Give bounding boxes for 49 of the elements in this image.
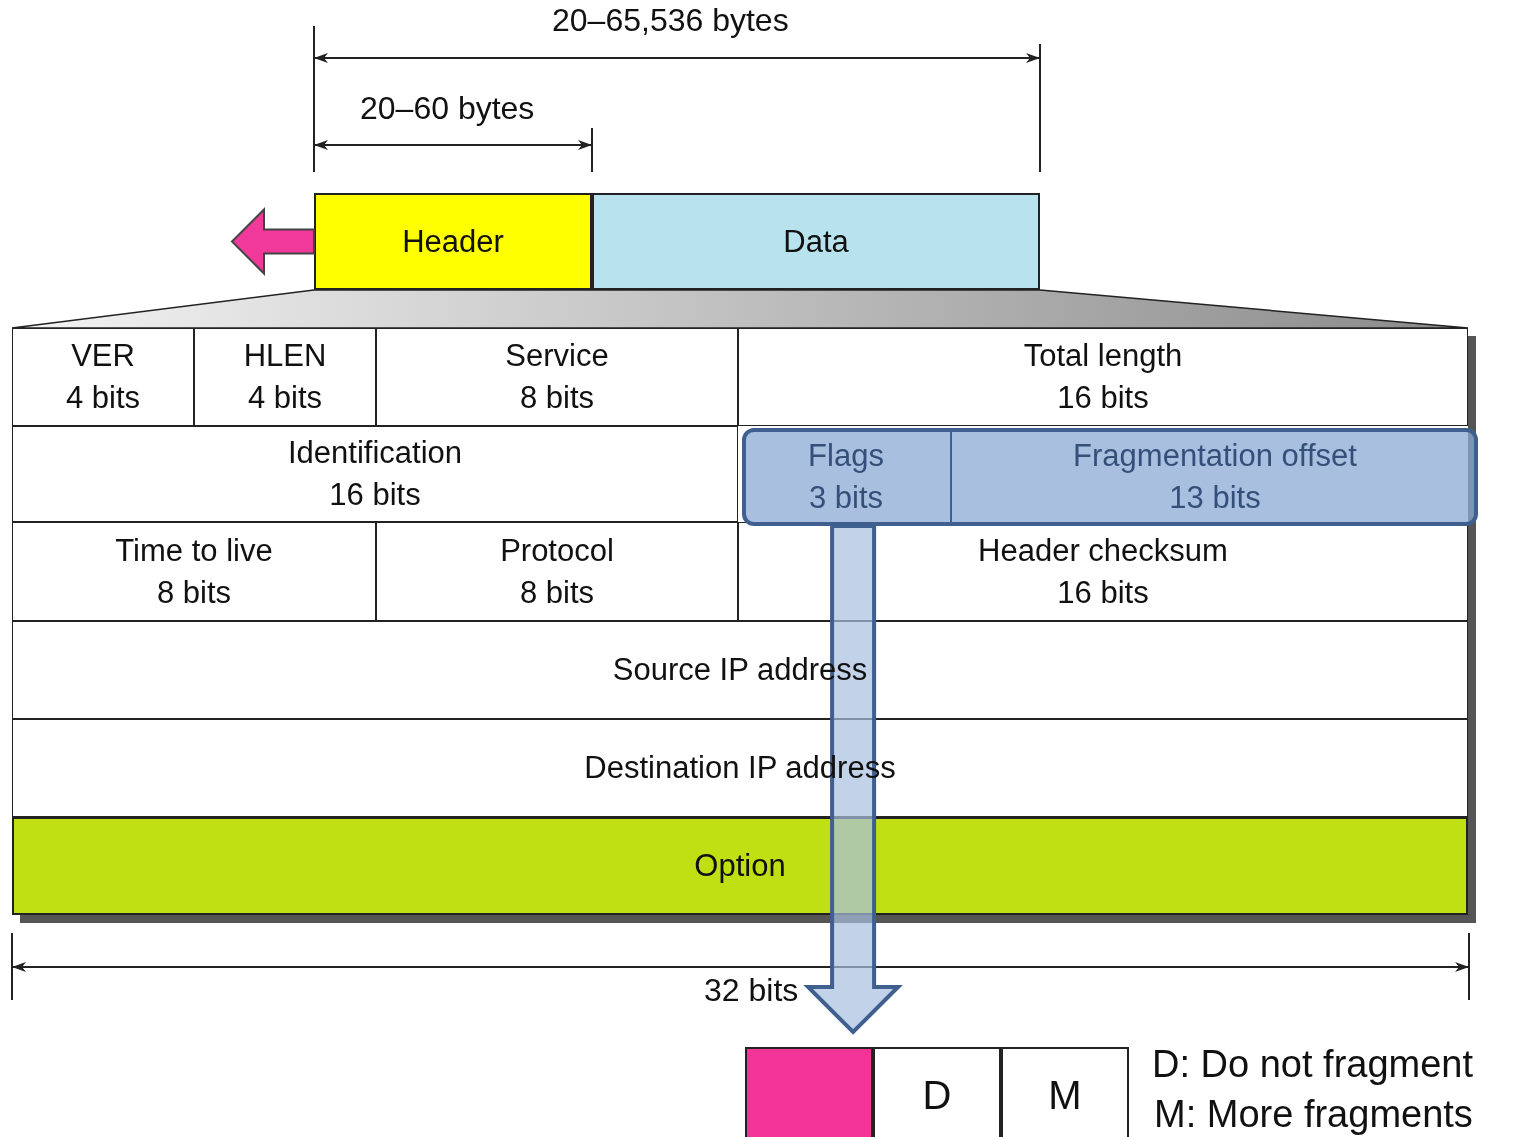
- highlight-box: [742, 428, 1478, 526]
- block-arrow: [230, 207, 315, 276]
- field-size: 4 bits: [247, 379, 323, 417]
- field-cell: [12, 426, 738, 522]
- field-cell: [738, 328, 1468, 426]
- field-name: Identification: [287, 434, 463, 472]
- field-size: 16 bits: [329, 476, 421, 514]
- field-size: 8 bits: [519, 573, 595, 612]
- flag-letter: D: [922, 1073, 952, 1116]
- field-name: Time to live: [115, 531, 273, 570]
- flag-bit-cell: [873, 1047, 1001, 1137]
- field-cell: [194, 328, 376, 426]
- dimension-label: 32 bits: [704, 972, 799, 1009]
- field-name: Header checksum: [978, 531, 1228, 570]
- option-cell: [12, 817, 1468, 915]
- field-cell: [12, 719, 1468, 817]
- field-size: 8 bits: [156, 573, 232, 612]
- field-cell: [738, 522, 1468, 621]
- field-cell: [12, 328, 194, 426]
- dimension-label: 20–65,536 bytes: [552, 2, 789, 39]
- field-size: 3 bits: [808, 479, 884, 517]
- field-name: Option: [694, 847, 786, 885]
- field-name: Header: [402, 222, 504, 261]
- flag-bit-cell: [1001, 1047, 1129, 1137]
- field-name: Protocol: [500, 531, 614, 570]
- field-cell: [12, 621, 1468, 719]
- field-size: 8 bits: [519, 379, 595, 417]
- flag-letter: M: [1048, 1073, 1082, 1116]
- block-arrow: [803, 524, 903, 1035]
- field-name: Total length: [1023, 337, 1183, 375]
- field-size: 4 bits: [65, 379, 141, 417]
- field-name: Flags: [808, 437, 884, 475]
- field-name: Service: [505, 337, 609, 375]
- field-name: HLEN: [243, 337, 327, 375]
- note-text: M: More fragments: [1154, 1093, 1473, 1136]
- field-size: 13 bits: [1169, 479, 1261, 517]
- header-block: [314, 193, 592, 290]
- data-block: [592, 193, 1040, 290]
- field-name: Fragmentation offset: [1073, 437, 1357, 475]
- field-size: 16 bits: [1057, 379, 1149, 417]
- dimension-label: 20–60 bytes: [360, 90, 535, 127]
- field-name: VER: [71, 337, 135, 375]
- field-cell: [12, 522, 376, 621]
- field-cell: [376, 328, 738, 426]
- field-size: 16 bits: [1057, 573, 1149, 612]
- flag-bit-cell: [745, 1047, 873, 1137]
- note-text: D: Do not fragment: [1152, 1043, 1474, 1086]
- field-name: Data: [783, 222, 849, 261]
- field-cell: [376, 522, 738, 621]
